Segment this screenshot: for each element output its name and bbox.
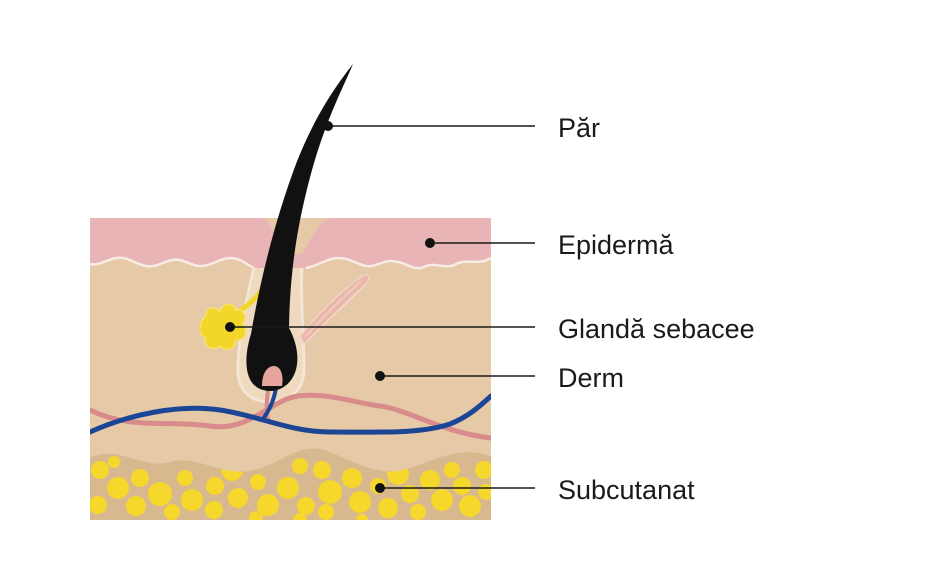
label-subcutaneous: Subcutanat bbox=[558, 475, 695, 505]
artery bbox=[90, 392, 491, 441]
hair-shaft bbox=[246, 64, 353, 391]
leader-hair bbox=[323, 121, 535, 131]
label-hair: Păr bbox=[558, 113, 600, 143]
leader-epidermis bbox=[425, 238, 535, 248]
label-epidermis: Epidermă bbox=[558, 230, 675, 260]
sebaceous-gland bbox=[199, 303, 247, 351]
epidermis-layer bbox=[90, 218, 491, 269]
leader-subcutaneous bbox=[375, 483, 535, 493]
vein bbox=[90, 393, 491, 435]
leader-sebaceous-gland bbox=[225, 322, 535, 332]
label-sebaceous-gland: Glandă sebacee bbox=[558, 314, 755, 344]
label-dermis: Derm bbox=[558, 363, 624, 393]
leader-dermis bbox=[375, 371, 535, 381]
